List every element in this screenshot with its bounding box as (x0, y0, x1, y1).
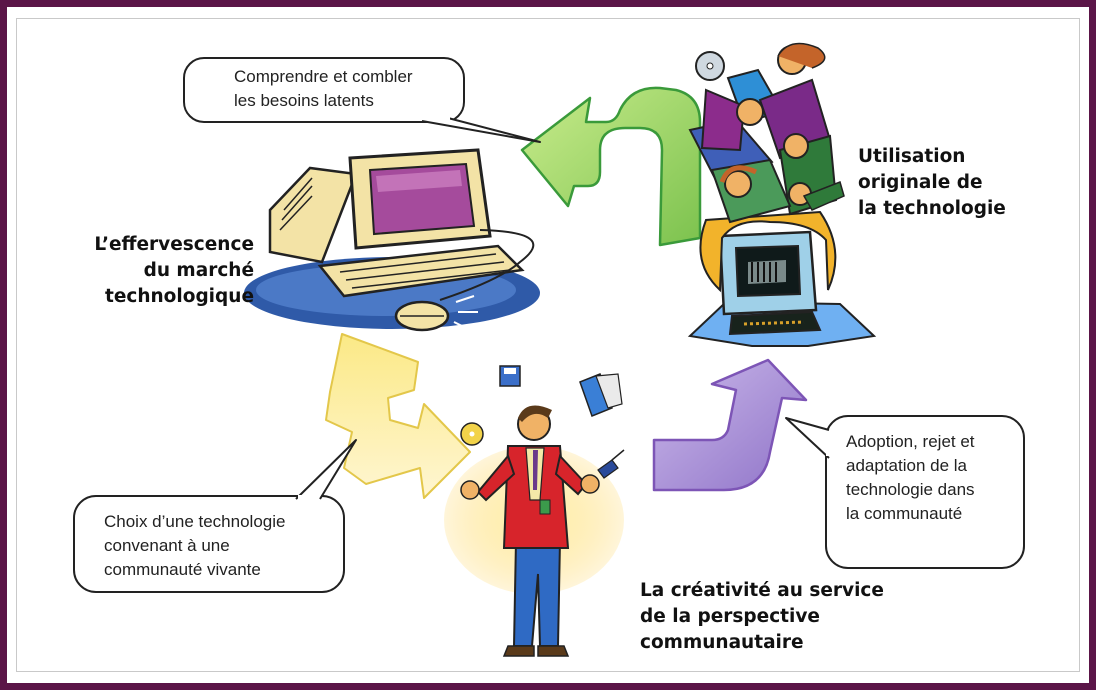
label-use-line-2: originale de (858, 172, 983, 193)
computer-illustration (244, 148, 540, 332)
label-use-line-3: la technologie (858, 198, 1006, 219)
bubble-adoption-line-2: adaptation de la (846, 456, 967, 475)
people-computer-illustration (687, 42, 877, 347)
bubble-needs (183, 57, 541, 143)
bubble-adoption-text: Adoption, rejet et adaptation de la tech… (846, 430, 975, 526)
bubble-needs-line-2: les besoins latents (234, 91, 374, 110)
bubble-choice-line-2: convenant à une (104, 536, 230, 555)
bubble-choice-text: Choix d’une technologie convenant à une … (104, 510, 285, 582)
label-community-line-2: de la perspective (640, 606, 820, 627)
label-market-line-2: du marché (143, 260, 254, 281)
label-market-line-1: L’effervescence (94, 234, 254, 255)
bubble-needs-line-1: Comprendre et combler (234, 67, 413, 86)
bubble-adoption-line-4: la communauté (846, 504, 963, 523)
yellow-cycle-arrow (325, 333, 471, 499)
bubble-choice-line-1: Choix d’une technologie (104, 512, 286, 531)
bubble-adoption-line-3: technologie dans (846, 480, 975, 499)
label-use: Utilisation originale de la technologie (858, 144, 1006, 222)
bubble-needs-text: Comprendre et combler les besoins latent… (234, 65, 413, 113)
label-use-line-1: Utilisation (858, 146, 966, 167)
bubble-choice-line-3: communauté vivante (104, 560, 261, 579)
label-market-line-3: technologique (104, 286, 254, 307)
bubble-choice (73, 439, 357, 593)
label-community-line-3: communautaire (640, 632, 804, 653)
label-market: L’effervescence du marché technologique (40, 232, 254, 310)
juggler-illustration (444, 365, 625, 657)
bubble-adoption-line-1: Adoption, rejet et (846, 432, 975, 451)
green-cycle-arrow (520, 86, 702, 247)
label-community-line-1: La créativité au service (640, 580, 884, 601)
bubble-adoption (785, 415, 1025, 569)
purple-cycle-arrow (652, 358, 808, 492)
label-community: La créativité au service de la perspecti… (640, 578, 884, 656)
